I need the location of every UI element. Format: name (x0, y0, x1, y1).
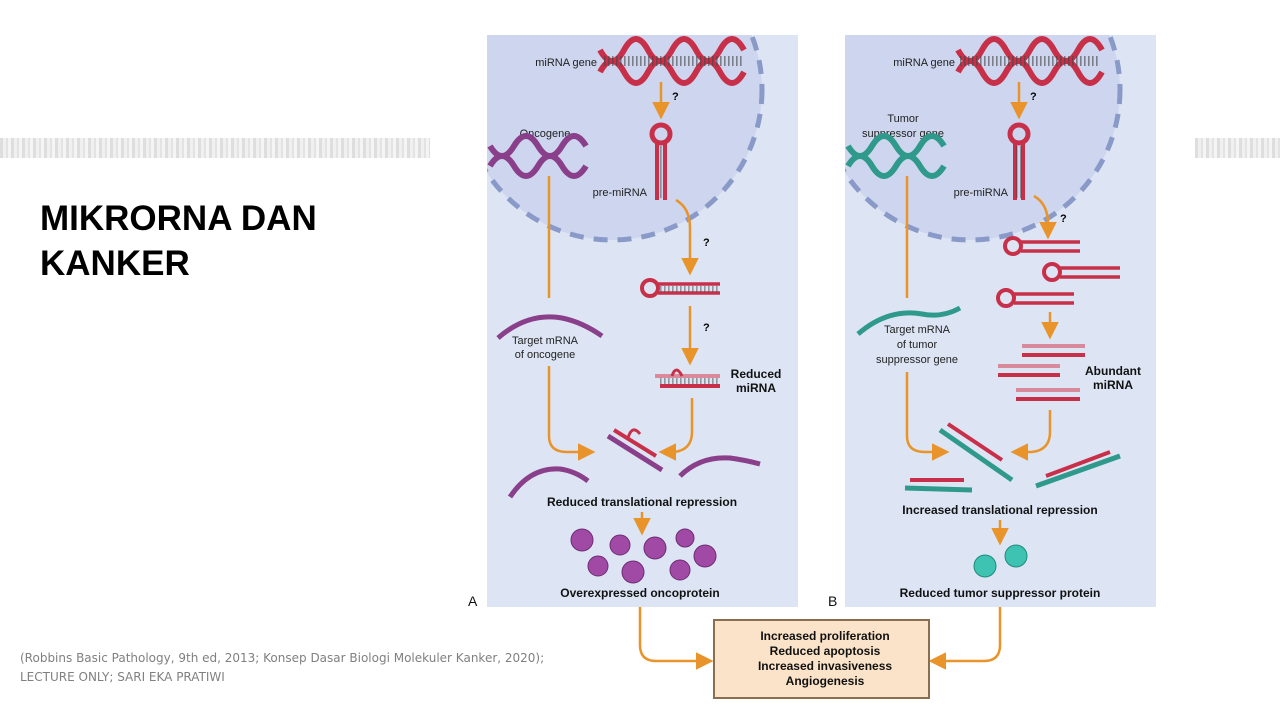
panel-a-question-2: ? (703, 237, 710, 249)
panel-b-repression-label: Increased translational repression (902, 503, 1097, 517)
panel-b-arrow-export (1033, 194, 1057, 240)
panel-a-target-mrna-strand (496, 314, 604, 340)
panel-b-mirna-gene-label: miRNA gene (893, 57, 955, 69)
panel-b-mature-mirnas (998, 344, 1085, 401)
slide-title-line-2: KANKER (40, 244, 190, 283)
arrow-suppressor-to-outcomes (928, 607, 1002, 670)
outcomes-box (713, 619, 930, 699)
panel-a-question-1: ? (672, 91, 679, 103)
panel-a-mature-mirna (655, 368, 720, 388)
citation-line-2: LECTURE ONLY; SARI EKA PRATIWI (20, 670, 225, 684)
panel-a-arrow-mirna-to-complex (658, 398, 694, 461)
panel-a-protein-label: Overexpressed oncoprotein (560, 586, 719, 600)
citation: (Robbins Basic Pathology, 9th ed, 2013; … (20, 649, 620, 687)
panel-a-free-mrna-right (678, 455, 761, 478)
panel-a-repression-label: Reduced translational repression (547, 495, 737, 509)
panel-b-target-mrna-label-2: of tumor (897, 339, 938, 351)
slide-title: MIKRORNA DAN KANKER (40, 196, 400, 286)
panel-a-letter: A (468, 593, 478, 609)
panel-b-nucleus (845, 35, 1123, 243)
panel-b-mrna-mirna-complexes (904, 422, 1121, 493)
panel-a-mirna-level-label-1: Reduced (731, 367, 782, 381)
panel-b-target-mrna-label-3: suppressor gene (876, 354, 958, 366)
slide-title-line-1: MIKRORNA DAN (40, 199, 317, 238)
panel-b-question-1: ? (1030, 91, 1037, 103)
panel-b: miRNA gene ? pre-miRNA Tumor suppressor … (845, 35, 1156, 607)
panel-a-target-mrna-label-2: of oncogene (515, 349, 576, 361)
panel-b-question-2: ? (1060, 213, 1067, 225)
panel-a: miRNA gene ? pre-miRNA Oncogene Target m… (487, 35, 798, 607)
outcome-item: Increased invasiveness (758, 659, 892, 673)
panel-b-mirna-gene-dna (955, 36, 1105, 86)
outcome-item: Reduced apoptosis (770, 644, 881, 658)
panel-a-mirna-level-label-2: miRNA (736, 381, 776, 395)
panel-b-tumor-suppressor-dna (845, 133, 947, 179)
panel-a-pre-mirna-label: pre-miRNA (593, 187, 648, 199)
panel-b-arrow-mirna-to-complex (1010, 410, 1052, 461)
panel-a-arrow-export (675, 198, 699, 276)
panel-b-target-mrna-strand (856, 305, 962, 336)
outcome-item: Angiogenesis (786, 674, 865, 688)
panel-a-target-mrna-label-1: Target mRNA (512, 335, 579, 347)
panel-a-nucleus (487, 35, 765, 243)
panel-a-mrna-mirna-complex (606, 428, 664, 473)
panel-a-question-3: ? (703, 322, 710, 334)
panel-b-gene-label-1: Tumor (887, 113, 919, 125)
panel-b-protein-label: Reduced tumor suppressor protein (900, 586, 1101, 600)
panel-a-pre-mirna-hairpin (649, 122, 673, 200)
panel-a-oncogene-dna (487, 133, 589, 179)
panel-b-mirna-level-label-2: miRNA (1093, 378, 1133, 392)
panel-b-target-mrna-label-1: Target mRNA (884, 324, 951, 336)
panel-a-mirna-gene-dna (597, 36, 747, 86)
panel-b-pre-mirna-hairpin (1007, 122, 1031, 200)
panel-b-pre-mirna-label: pre-miRNA (954, 187, 1009, 199)
citation-line-1: (Robbins Basic Pathology, 9th ed, 2013; … (20, 651, 545, 665)
panel-a-mirna-gene-label: miRNA gene (535, 57, 597, 69)
panel-a-free-mrna-left (507, 466, 590, 499)
panel-a-arrow-mrna-to-complex (547, 366, 596, 461)
outcome-item: Increased proliferation (760, 629, 889, 643)
panel-b-letter: B (828, 593, 837, 609)
decorative-band-left (0, 138, 430, 158)
arrow-oncoprotein-to-outcomes (638, 607, 714, 670)
panel-b-cytoplasmic-pre-mirnas (996, 236, 1120, 308)
panel-a-oncoproteins (570, 528, 717, 584)
panel-b-tumor-suppressor-proteins (973, 544, 1028, 578)
panel-a-cytoplasmic-pre-mirna (640, 278, 720, 298)
panel-b-arrow-mrna-to-complex (905, 372, 950, 461)
decorative-band-right (1195, 138, 1280, 158)
panel-b-mirna-level-label-1: Abundant (1085, 364, 1141, 378)
